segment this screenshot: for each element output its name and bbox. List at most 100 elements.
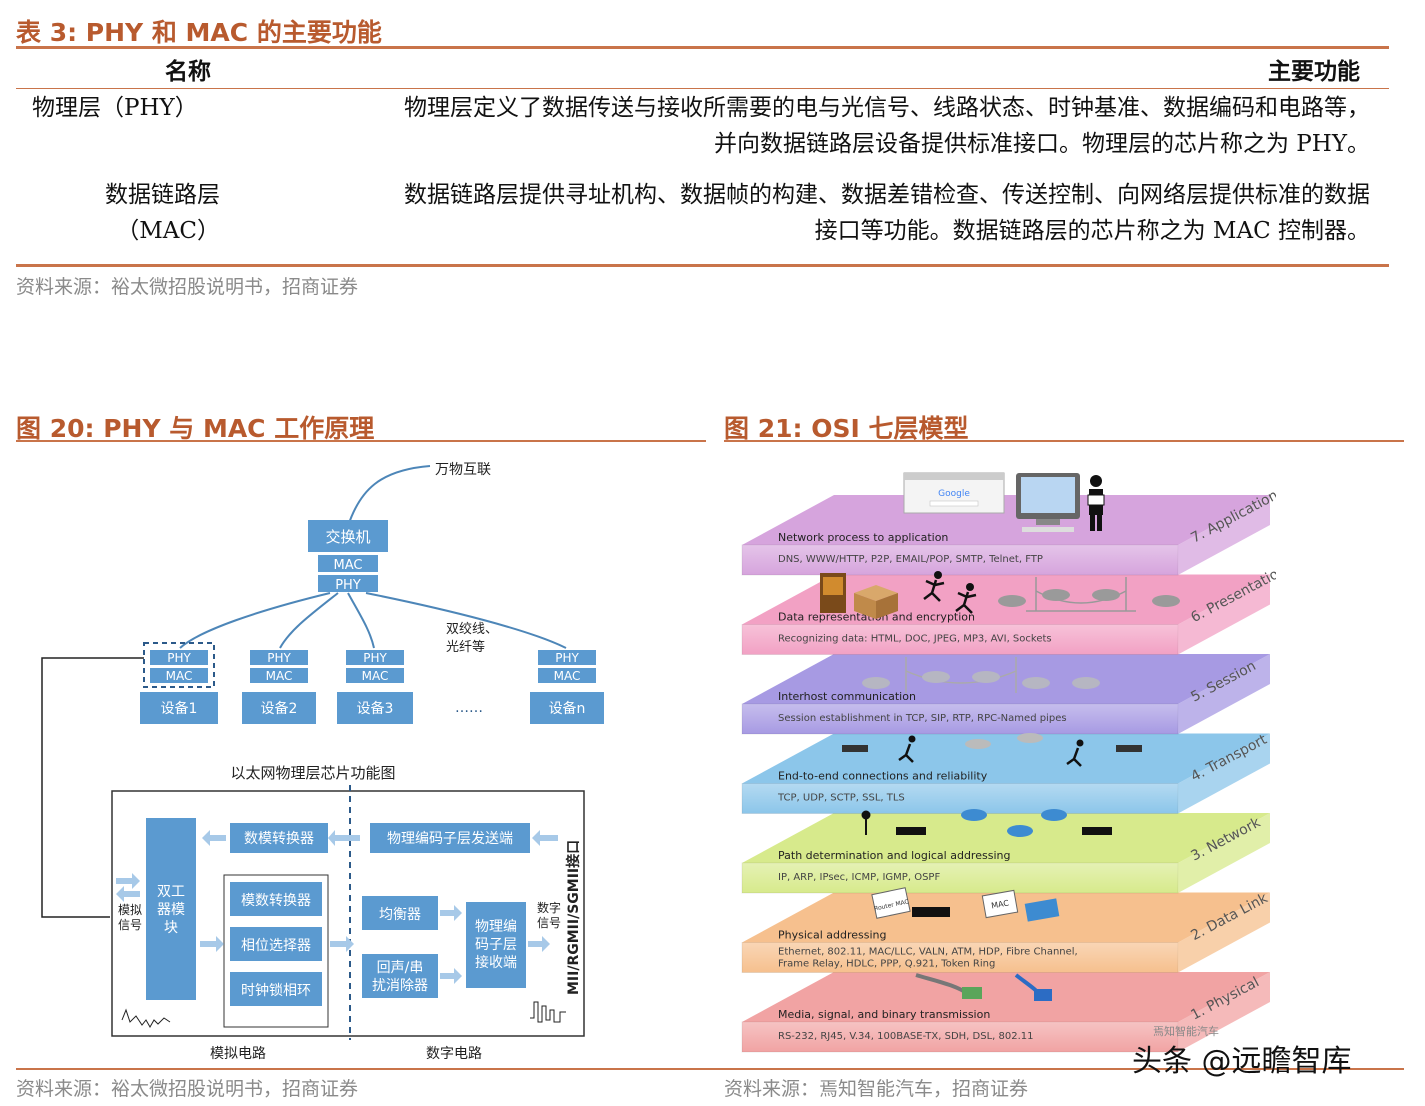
internet-label: 万物互联 bbox=[435, 462, 491, 478]
device1-mac-box bbox=[150, 668, 208, 683]
osi-layer-protocols-2: Frame Relay, HDLC, PPP, Q.921, Token Rin… bbox=[778, 959, 995, 970]
google-logo: Google bbox=[938, 489, 970, 499]
google-browser-icon: Google bbox=[903, 472, 1005, 514]
chip-title: 以太网物理层芯片功能图 bbox=[230, 764, 395, 782]
arrow-signal-in bbox=[116, 873, 140, 889]
osi-layer-protocols: DNS, WWW/HTTP, P2P, EMAIL/POP, SMTP, Tel… bbox=[778, 554, 1043, 565]
table3-header-rule bbox=[16, 88, 1389, 89]
running-person-icon bbox=[923, 571, 977, 614]
vending-machine-icon bbox=[820, 573, 846, 613]
interface-label: MII/RGMII/SGMII接口 bbox=[565, 840, 582, 995]
analog-signal-2: 信号 bbox=[118, 918, 142, 932]
device1-mac: MAC bbox=[166, 669, 193, 683]
digital-circuit-label: 数字电路 bbox=[426, 1046, 482, 1062]
switch-label: 交换机 bbox=[325, 528, 370, 546]
table3-title: 表 3: PHY 和 MAC 的主要功能 bbox=[16, 18, 382, 47]
table3-row1-name: 物理层（PHY） bbox=[32, 95, 198, 121]
device3-box bbox=[337, 692, 413, 724]
device3-phy-box bbox=[346, 650, 404, 665]
table3-header-func: 主要功能 bbox=[1268, 58, 1360, 85]
fig20-source: 资料来源：裕太微招股说明书，招商证券 bbox=[16, 1078, 359, 1100]
table3-row1-desc-line2: 并向数据链路层设备提供标准接口。物理层的芯片称之为 PHY。 bbox=[713, 131, 1370, 157]
osi-layer-top-face bbox=[742, 654, 1270, 704]
digital-signal-2: 信号 bbox=[537, 916, 561, 930]
fig20-title: 图 20: PHY 与 MAC 工作原理 bbox=[16, 414, 375, 443]
devicen-phy-box bbox=[538, 650, 596, 665]
running-person-icon-transport bbox=[898, 735, 1084, 767]
package-box-icon bbox=[854, 585, 898, 619]
router-mac-tag-icon: Router MAC bbox=[871, 887, 911, 919]
page-bottom-rule bbox=[16, 1068, 1404, 1070]
osi-layer-3: Path determination and logical addressin… bbox=[741, 813, 1270, 894]
device1-label: 设备1 bbox=[161, 700, 198, 717]
eq-box bbox=[362, 896, 438, 930]
device2-phy-box bbox=[250, 650, 308, 665]
fig21-title: 图 21: OSI 七层模型 bbox=[724, 414, 969, 443]
analog-signal-1: 模拟 bbox=[118, 903, 142, 917]
fig20-title-rule bbox=[16, 440, 706, 442]
table3-source: 资料来源：裕太微招股说明书，招商证券 bbox=[16, 276, 359, 298]
analog-waveform-icon bbox=[121, 1008, 171, 1029]
chip-frame bbox=[111, 790, 585, 1037]
bridge-icon-session bbox=[905, 657, 1017, 693]
echo-label-1: 回声/串 bbox=[377, 960, 424, 976]
analog-circuit-label: 模拟电路 bbox=[210, 1046, 266, 1062]
pcs-tx-box bbox=[370, 823, 530, 853]
osi-layer-desc: End-to-end connections and reliability bbox=[778, 770, 988, 783]
device2-box bbox=[242, 692, 316, 724]
digital-signal-1: 数字 bbox=[537, 900, 561, 915]
phase-box bbox=[230, 927, 322, 961]
transport-icons bbox=[842, 733, 1142, 752]
user-person-icon bbox=[1087, 475, 1105, 531]
watermark: 头条 @远瞻智库 bbox=[1132, 1044, 1352, 1079]
phase-label: 相位选择器 bbox=[241, 938, 311, 954]
arrow-duplex-to-adc bbox=[200, 936, 224, 952]
router-icons-presentation bbox=[998, 589, 1180, 607]
adc-box bbox=[230, 882, 322, 916]
osi-layer-desc: Physical addressing bbox=[778, 929, 886, 942]
switch-box bbox=[308, 520, 388, 552]
fiber-connector-icon bbox=[962, 987, 982, 999]
arrow-adc-to-eq bbox=[330, 936, 354, 952]
osi-layer-protocols: Session establishment in TCP, SIP, RTP, … bbox=[778, 713, 1067, 724]
link-device3 bbox=[347, 592, 375, 649]
device-ellipsis: …… bbox=[455, 700, 483, 716]
switch-phy-box bbox=[318, 575, 378, 592]
osi-layer-4: End-to-end connections and reliabilityTC… bbox=[741, 731, 1270, 814]
osi-layer-protocols: TCP, UDP, SCTP, SSL, TLS bbox=[777, 793, 905, 804]
devicen-mac-box bbox=[538, 668, 596, 683]
device2-mac: MAC bbox=[266, 669, 293, 683]
osi-layer-desc: Path determination and logical addressin… bbox=[778, 849, 1010, 862]
table3-row2-name-line2: （MAC） bbox=[116, 218, 220, 244]
fig20-diagram: 万物互联 交换机 MAC PHY 双绞线、 光纤等 PHY MAC 设备1 PH… bbox=[41, 462, 604, 1062]
arrow-pcs-to-dac bbox=[328, 830, 360, 846]
arrow-eq-to-rx bbox=[440, 905, 462, 921]
osi-layer-side-face bbox=[1178, 654, 1270, 734]
osi-layer-top-face bbox=[742, 972, 1270, 1022]
clock-label: 时钟锁相环 bbox=[241, 982, 311, 999]
computer-monitor-icon bbox=[1016, 473, 1080, 532]
devicen-phy: PHY bbox=[555, 651, 579, 665]
digital-waveform-icon bbox=[530, 1001, 566, 1023]
device1-phy-box bbox=[150, 650, 208, 665]
switch-mac-box bbox=[318, 555, 378, 572]
osi-layer-desc: Interhost communication bbox=[778, 690, 916, 703]
arrow-dac-to-duplex bbox=[202, 830, 226, 846]
arrow-signal-out bbox=[116, 886, 140, 902]
devicen-box bbox=[530, 692, 604, 724]
internet-link bbox=[347, 465, 431, 527]
osi-layer-side-face bbox=[1178, 813, 1270, 893]
datalink-router-icon bbox=[912, 907, 950, 917]
device1-to-chip-line bbox=[41, 657, 144, 918]
mac-tag: MAC bbox=[991, 898, 1011, 910]
flow-arrows bbox=[116, 830, 558, 984]
datalink-switch-icon bbox=[1024, 898, 1060, 922]
device2-phy: PHY bbox=[267, 651, 291, 665]
device1-box bbox=[140, 692, 218, 724]
table3-top-rule bbox=[16, 46, 1389, 49]
devicen-mac: MAC bbox=[554, 669, 581, 683]
osi-layer-desc: Media, signal, and binary transmission bbox=[778, 1008, 990, 1021]
osi-layer-protocols: Recognizing data: HTML, DOC, JPEG, MP3, … bbox=[778, 634, 1052, 645]
dac-label: 数模转换器 bbox=[244, 830, 314, 847]
